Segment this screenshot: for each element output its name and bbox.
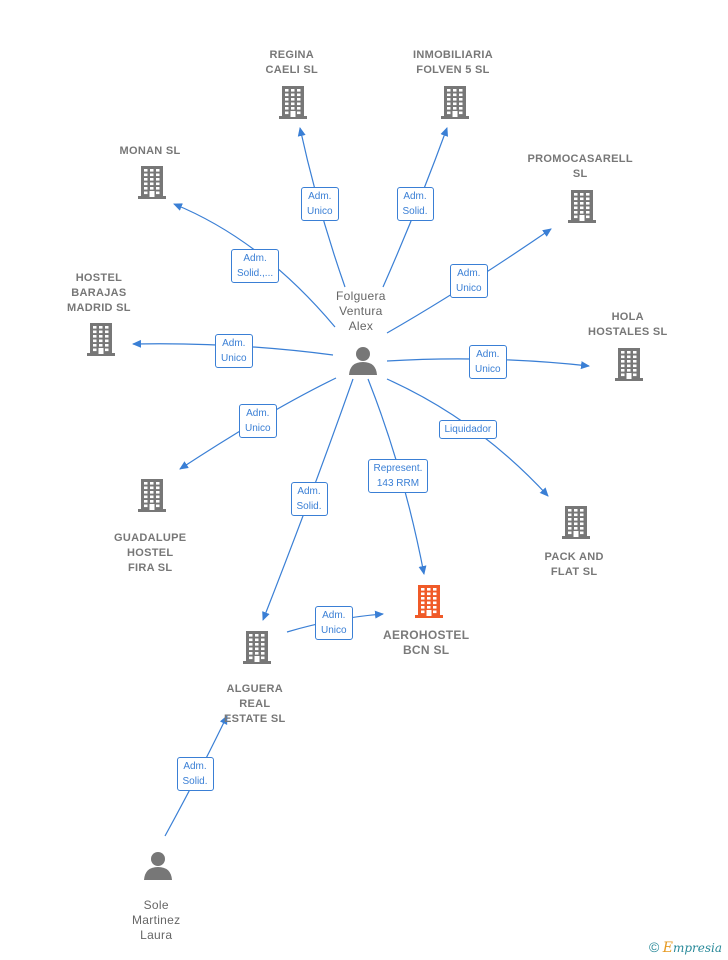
building-icon-monan[interactable] [136,165,168,204]
edge-label-folguera-to-aerohostel[interactable]: Represent. 143 RRM [367,459,429,493]
building-icon-hostel_barajas[interactable] [85,322,117,361]
building-icon-regina[interactable] [277,85,309,124]
edge-label-folguera-to-regina[interactable]: Adm. Unico [301,187,339,221]
edge-label-folguera-to-monan[interactable]: Adm. Solid.,... [231,249,280,283]
node-label-alguera[interactable]: ALGUERA REAL ESTATE SL [224,683,286,725]
building-icon-alguera[interactable] [241,630,273,669]
building-icon-aerohostel[interactable] [413,584,445,623]
node-label-regina[interactable]: REGINA CAELI SL [265,49,319,76]
edge-label-folguera-to-inmobiliaria[interactable]: Adm. Solid. [396,187,434,221]
edges-layer [132,127,590,837]
node-label-hostel_barajas[interactable]: HOSTEL BARAJAS MADRID SL [67,271,131,314]
brand-name: mpresia [672,941,722,955]
building-icon-inmobiliaria[interactable] [439,85,471,124]
building-icon-pack_flat[interactable] [560,505,592,544]
node-label-inmobiliaria[interactable]: INMOBILIARIA FOLVEN 5 SL [413,49,493,76]
building-icon-promocasarell[interactable] [566,189,598,228]
brand-footer: © Empresia [649,939,722,956]
brand-initial: E [662,940,673,956]
edge-label-folguera-to-pack_flat[interactable]: Liquidador [438,419,498,439]
node-label-hola_hostales[interactable]: HOLA HOSTALES SL [588,311,668,338]
node-label-aerohostel[interactable]: AEROHOSTEL BCN SL [383,628,470,657]
node-label-folguera[interactable]: Folguera Ventura Alex [336,288,386,333]
edge-label-sole-to-alguera[interactable]: Adm. Solid. [176,757,214,791]
node-label-promocasarell[interactable]: PROMOCASARELL SL [527,153,633,180]
node-label-guadalupe[interactable]: GUADALUPE HOSTEL FIRA SL [114,532,187,574]
edge-label-folguera-to-guadalupe[interactable]: Adm. Unico [239,404,277,438]
building-icon-hola_hostales[interactable] [613,347,645,386]
person-icon-folguera[interactable] [348,345,378,380]
edge-label-folguera-to-hola_hostales[interactable]: Adm. Unico [469,345,507,379]
node-label-pack_flat[interactable]: PACK AND FLAT SL [544,551,604,578]
node-label-monan[interactable]: MONAN SL [119,144,181,157]
building-icon-guadalupe[interactable] [136,478,168,517]
edge-label-alguera-to-aerohostel[interactable]: Adm. Unico [315,606,353,640]
edge-label-folguera-to-alguera[interactable]: Adm. Solid. [290,482,328,516]
edge-label-folguera-to-promocasarell[interactable]: Adm. Unico [450,264,488,298]
copyright-icon: © [649,939,660,955]
node-label-sole[interactable]: Sole Martinez Laura [132,898,181,942]
person-icon-sole[interactable] [143,850,173,885]
edge-label-folguera-to-hostel_barajas[interactable]: Adm. Unico [215,334,253,368]
